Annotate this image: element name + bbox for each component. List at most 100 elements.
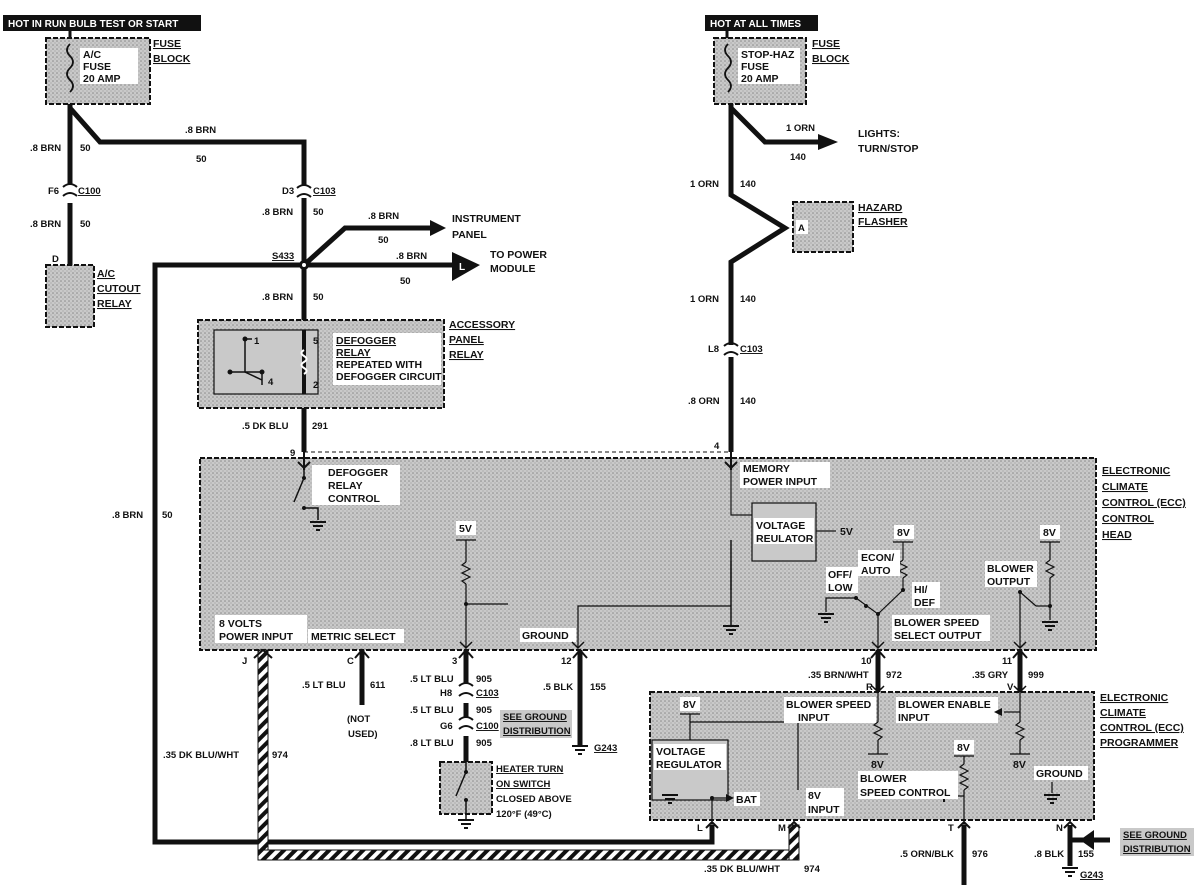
ground-icon bbox=[1062, 867, 1078, 877]
wire-974-left: .35 DK BLU/WHT bbox=[163, 750, 239, 761]
header-right: HOT AT ALL TIMES bbox=[705, 15, 818, 31]
bei-l2: INPUT bbox=[898, 712, 930, 724]
g243-a: G243 bbox=[594, 743, 617, 754]
v8-b: 8V bbox=[1043, 527, 1056, 539]
fuse-icon bbox=[66, 43, 74, 93]
header-right-text: HOT AT ALL TIMES bbox=[710, 19, 801, 30]
heater-l2: ON SWITCH bbox=[496, 779, 550, 790]
ecc-pin-9: 9 bbox=[290, 448, 295, 459]
pin-12: 12 bbox=[561, 656, 572, 667]
prog-v8a: 8V bbox=[683, 699, 696, 711]
ground-icon bbox=[310, 521, 326, 531]
left-wiring bbox=[67, 104, 307, 265]
wire-972-circuit: 972 bbox=[886, 670, 902, 681]
fuse-left-l2: FUSE bbox=[83, 61, 111, 73]
pin-l8: L8 bbox=[708, 344, 719, 355]
ac-cutout-relay: A/C CUTOUT RELAY bbox=[45, 264, 141, 328]
connector-c103-b: C103 bbox=[476, 688, 499, 699]
connector-c100-b: C100 bbox=[476, 721, 499, 732]
fuse-right-l3: 20 AMP bbox=[741, 73, 779, 85]
off-l1: OFF/ bbox=[828, 569, 852, 581]
hi-l1: HI/ bbox=[914, 584, 928, 596]
long-brn-wire bbox=[152, 262, 715, 845]
seeground-b-l1: SEE GROUND bbox=[1123, 830, 1187, 841]
wire-974-bottom-circuit: 974 bbox=[804, 864, 821, 875]
prog-t1: ELECTRONIC bbox=[1100, 692, 1169, 704]
pin-c: C bbox=[347, 656, 354, 667]
ground-icon bbox=[818, 613, 834, 623]
memory-l2: POWER INPUT bbox=[743, 476, 818, 488]
ac-cutout-l1: A/C bbox=[97, 268, 116, 280]
notused-l2: USED) bbox=[348, 729, 378, 740]
pin-10: 10 bbox=[861, 656, 872, 667]
ac-cutout-l2: CUTOUT bbox=[97, 283, 141, 295]
defogger-l4: DEFOGGER CIRCUIT bbox=[336, 371, 442, 383]
bo-l2: OUTPUT bbox=[987, 576, 1031, 588]
prog-v8d: 8V bbox=[1013, 759, 1026, 771]
defogger-l1: DEFOGGER bbox=[336, 335, 397, 347]
ground-icon bbox=[458, 819, 474, 829]
wire-dkblu: .5 DK BLU bbox=[242, 421, 289, 432]
power-module-l2: MODULE bbox=[490, 263, 536, 275]
wire-power-module: .8 BRN bbox=[396, 251, 427, 262]
accessory-t3: RELAY bbox=[449, 349, 484, 361]
ground-icon bbox=[572, 745, 588, 755]
ecc-pin-4: 4 bbox=[714, 441, 720, 452]
lights-l1: LIGHTS: bbox=[858, 128, 900, 140]
prog-t2: CLIMATE bbox=[1100, 707, 1146, 719]
ecc-head-t3: CONTROL (ECC) bbox=[1102, 497, 1186, 509]
ecc-programmer: 8V VOLTAGE REGULATOR BAT 8V INPUT BLOWER… bbox=[649, 685, 1194, 834]
wire-dkblu-circuit: 291 bbox=[312, 421, 329, 432]
off-l2: LOW bbox=[828, 582, 853, 594]
heater-l4: 120°F (49°C) bbox=[496, 809, 552, 820]
pin-f6: F6 bbox=[48, 186, 59, 197]
arrow-instrument-panel bbox=[430, 220, 446, 236]
defogger-l2: RELAY bbox=[336, 347, 371, 359]
hi-l2: DEF bbox=[914, 597, 936, 609]
seeground-b-l2: DISTRIBUTION bbox=[1123, 844, 1191, 855]
bss-l1: BLOWER SPEED bbox=[894, 617, 980, 629]
wire-center-1-circuit: 50 bbox=[313, 207, 324, 218]
wire-orn-3: .8 ORN bbox=[688, 396, 720, 407]
wire-976: .5 ORN/BLK bbox=[900, 849, 954, 860]
defogger-l3: REPEATED WITH bbox=[336, 359, 422, 371]
wire-left-2-circuit: 50 bbox=[196, 154, 207, 165]
ground-icon bbox=[723, 625, 739, 635]
fuse-right-tag1: FUSE bbox=[812, 38, 840, 50]
ecc-ground: GROUND bbox=[522, 630, 569, 642]
ecc-head-t1: ELECTRONIC bbox=[1102, 465, 1171, 477]
instrument-panel-l2: PANEL bbox=[452, 229, 487, 241]
wire-999: .35 GRY bbox=[972, 670, 1009, 681]
defogger-relay: 1 4 5 2 DEFOGGER RELAY REPEATED WITH DEF… bbox=[197, 318, 515, 409]
fuse-left-l1: A/C bbox=[83, 49, 102, 61]
def-ctrl-l2: RELAY bbox=[328, 480, 363, 492]
wire-instrument: .8 BRN bbox=[368, 211, 399, 222]
v5-res: 5V bbox=[459, 523, 472, 535]
ecc-control-head: 9 4 DEFOGGER RELAY CONTROL MEMORY POWER … bbox=[199, 441, 1192, 651]
header-left-text: HOT IN RUN BULB TEST OR START bbox=[8, 19, 178, 30]
connector-c103-r: C103 bbox=[740, 344, 763, 355]
ecc-head-t2: CLIMATE bbox=[1102, 481, 1148, 493]
def-ctrl-l1: DEFOGGER bbox=[328, 467, 389, 479]
ecc-head-t4: CONTROL bbox=[1102, 513, 1154, 525]
wire-905-a: .5 LT BLU bbox=[410, 674, 454, 685]
wire-905-b: .5 LT BLU bbox=[410, 705, 454, 716]
ground-icon bbox=[1044, 794, 1060, 804]
fuse-block-right: STOP-HAZ FUSE 20 AMP FUSE BLOCK bbox=[713, 31, 850, 105]
pin-n: N bbox=[1056, 823, 1063, 834]
wire-155-b-circuit: 155 bbox=[1078, 849, 1095, 860]
relay-pin-2: 2 bbox=[313, 380, 318, 391]
accessory-t2: PANEL bbox=[449, 334, 484, 346]
pin-h8: H8 bbox=[440, 688, 452, 699]
wire-972: .35 BRN/WHT bbox=[808, 670, 869, 681]
wire-instrument-circuit: 50 bbox=[378, 235, 389, 246]
pin-l: L bbox=[697, 823, 703, 834]
hazard-pin-a: A bbox=[798, 223, 805, 234]
seeground-a-l2: DISTRIBUTION bbox=[503, 726, 571, 737]
lights-l2: TURN/STOP bbox=[858, 143, 918, 155]
wire-611-circuit: 611 bbox=[370, 680, 386, 691]
bss-l2: SELECT OUTPUT bbox=[894, 630, 982, 642]
prog-ground: GROUND bbox=[1036, 768, 1083, 780]
wire-long-left-circuit: 50 bbox=[162, 510, 173, 521]
